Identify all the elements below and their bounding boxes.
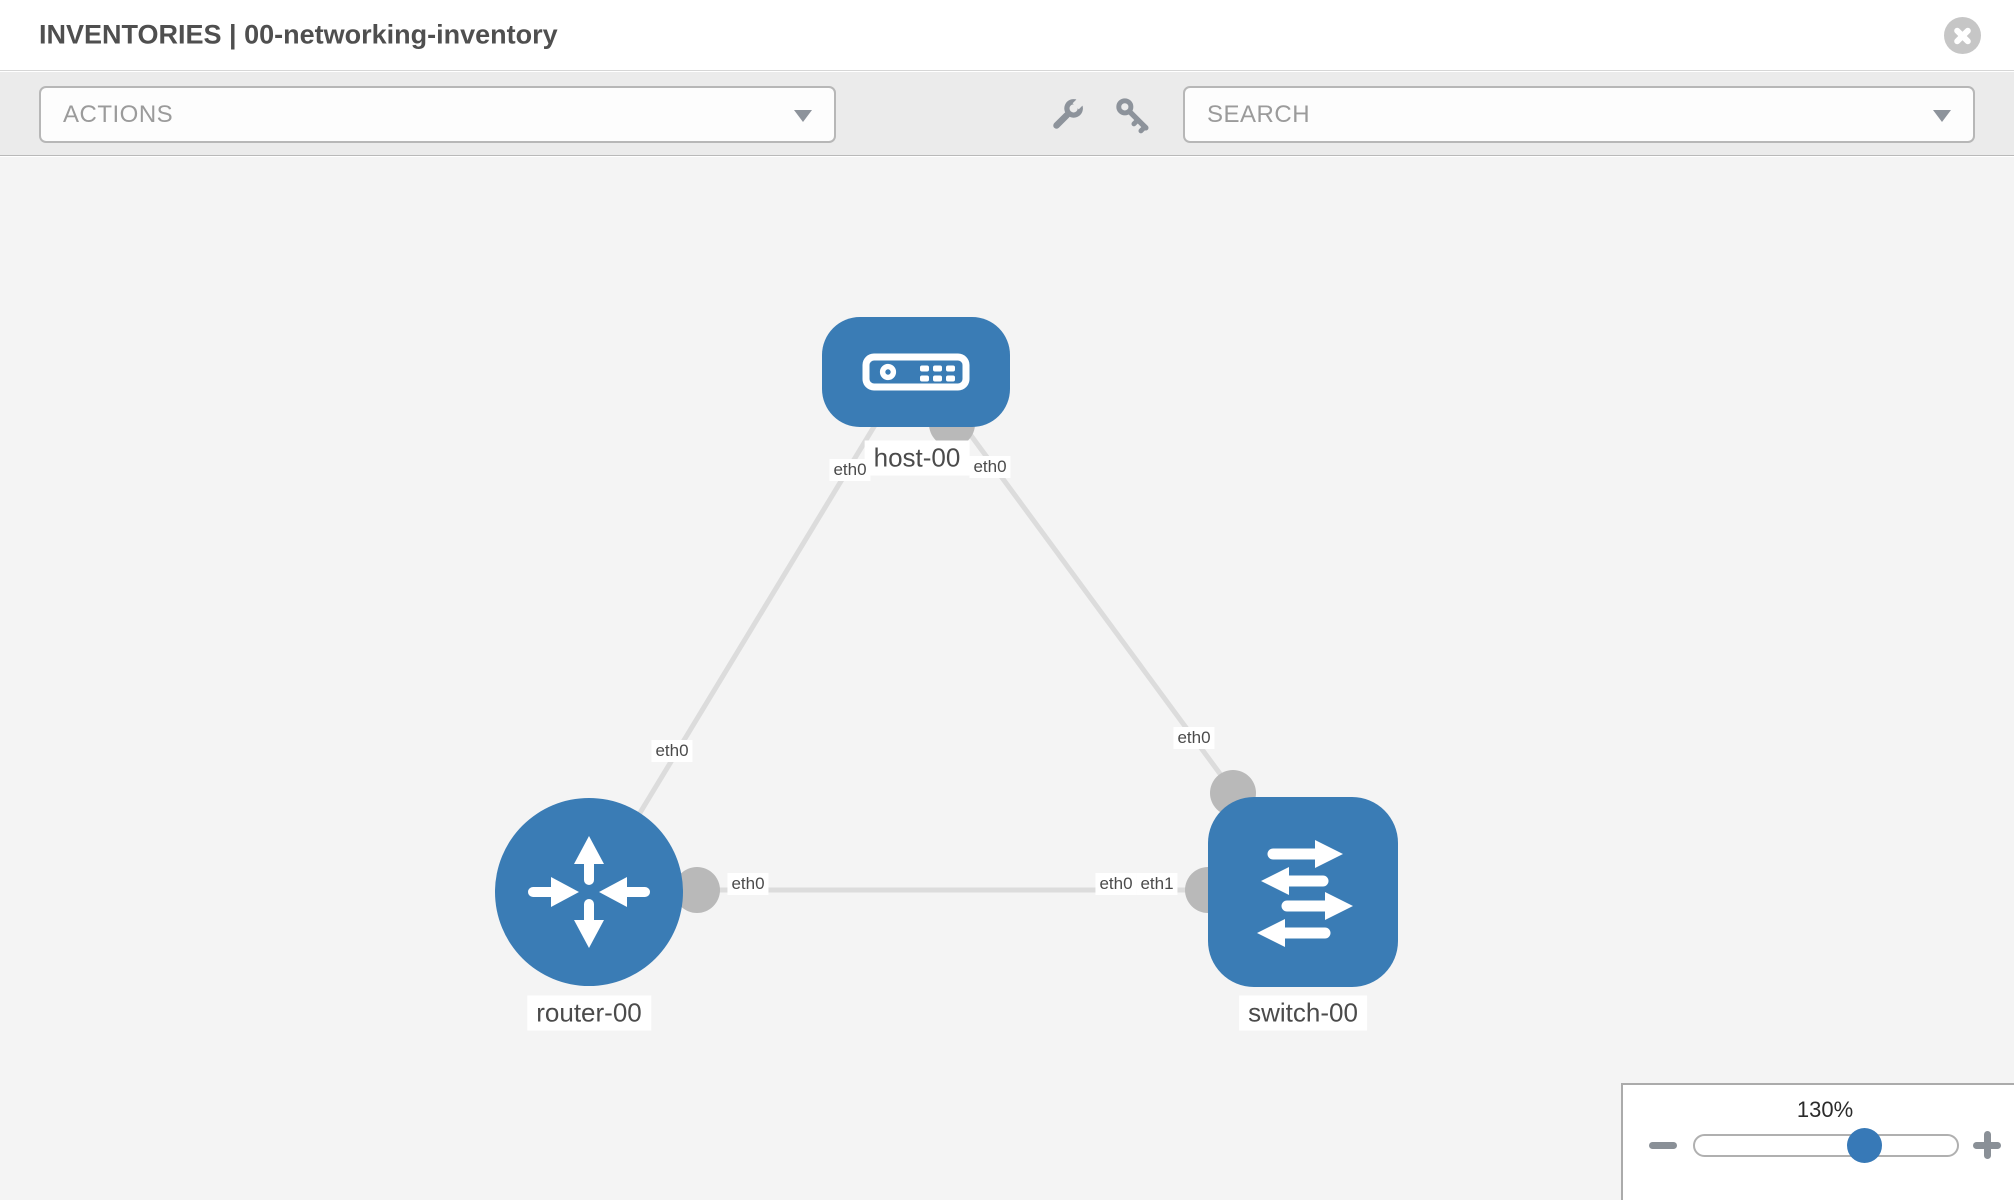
port-label-host-eth0-right: eth0 (969, 456, 1011, 478)
port-label-router-eth0-right: eth0 (727, 873, 769, 895)
switch-arrows-icon (1257, 840, 1353, 947)
key-icon[interactable] (1112, 94, 1154, 136)
node-router-00[interactable] (495, 798, 683, 986)
port-label-host-eth0-left: eth0 (829, 459, 871, 481)
plus-icon-v (1983, 1131, 1991, 1159)
header: INVENTORIES | 00-networking-inventory (0, 0, 2014, 71)
port-label-router-eth0-top: eth0 (651, 740, 693, 762)
actions-dropdown[interactable]: ACTIONS (39, 86, 836, 143)
host-device-icon (862, 353, 970, 391)
router-arrows-icon (528, 836, 650, 948)
port-label-switch-back: eth0 (1095, 873, 1137, 895)
node-switch-00[interactable] (1208, 797, 1398, 987)
zoom-slider-handle[interactable] (1847, 1128, 1882, 1163)
node-host-00[interactable] (822, 317, 1010, 427)
port-label-switch-eth0-top: eth0 (1173, 727, 1215, 749)
wrench-icon[interactable] (1046, 94, 1088, 136)
page-title: INVENTORIES | 00-networking-inventory (39, 19, 558, 50)
search-placeholder: SEARCH (1207, 100, 1311, 128)
zoom-out-button[interactable] (1649, 1131, 1677, 1159)
zoom-slider-track[interactable] (1693, 1134, 1959, 1157)
close-icon[interactable] (1944, 17, 1981, 54)
links-layer (586, 390, 1303, 913)
zoom-control-panel: 130% (1621, 1083, 2014, 1200)
interface-circle-router-eth0 (674, 867, 720, 913)
search-dropdown[interactable]: SEARCH (1183, 86, 1975, 143)
chevron-down-icon (794, 109, 812, 122)
node-label-host-00: host-00 (864, 440, 970, 476)
node-label-router-00: router-00 (527, 995, 651, 1031)
actions-dropdown-label: ACTIONS (63, 100, 174, 128)
zoom-in-button[interactable] (1973, 1131, 2001, 1159)
chevron-down-icon (1933, 109, 1951, 122)
minus-icon (1649, 1142, 1677, 1149)
zoom-level-value: 130% (1796, 1097, 1854, 1122)
node-label-switch-00: switch-00 (1239, 995, 1367, 1031)
port-label-switch-eth1: eth1 (1136, 873, 1178, 895)
topology-canvas[interactable]: host-00 router-00 switch-00 eth0 eth0 et… (0, 157, 2014, 1200)
toolbar: ACTIONS SEARC (0, 72, 2014, 156)
